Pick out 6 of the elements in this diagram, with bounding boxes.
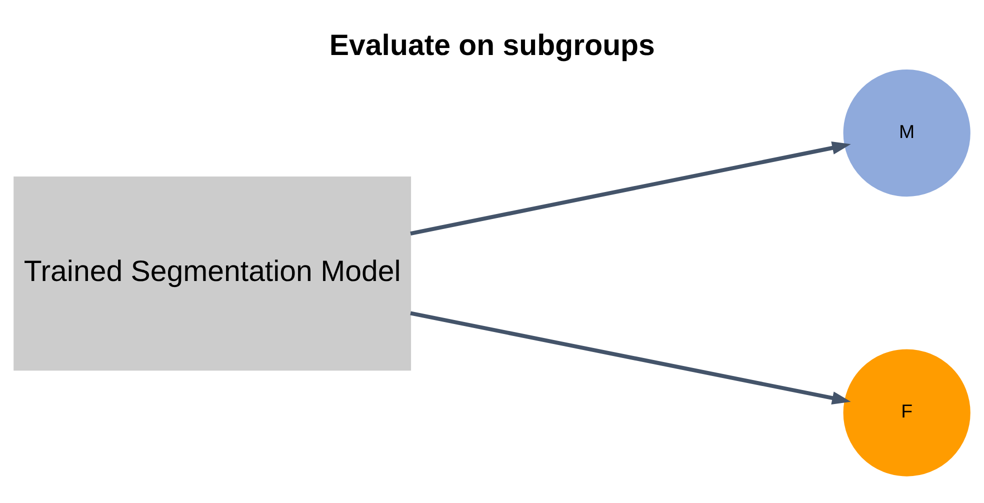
diagram-title: Evaluate on subgroups [329, 28, 655, 62]
node-box: Trained Segmentation Model [14, 176, 412, 371]
arrow [410, 311, 851, 404]
node-circle: F [843, 349, 970, 476]
node-circle: M [843, 70, 970, 197]
arrow [410, 141, 851, 236]
